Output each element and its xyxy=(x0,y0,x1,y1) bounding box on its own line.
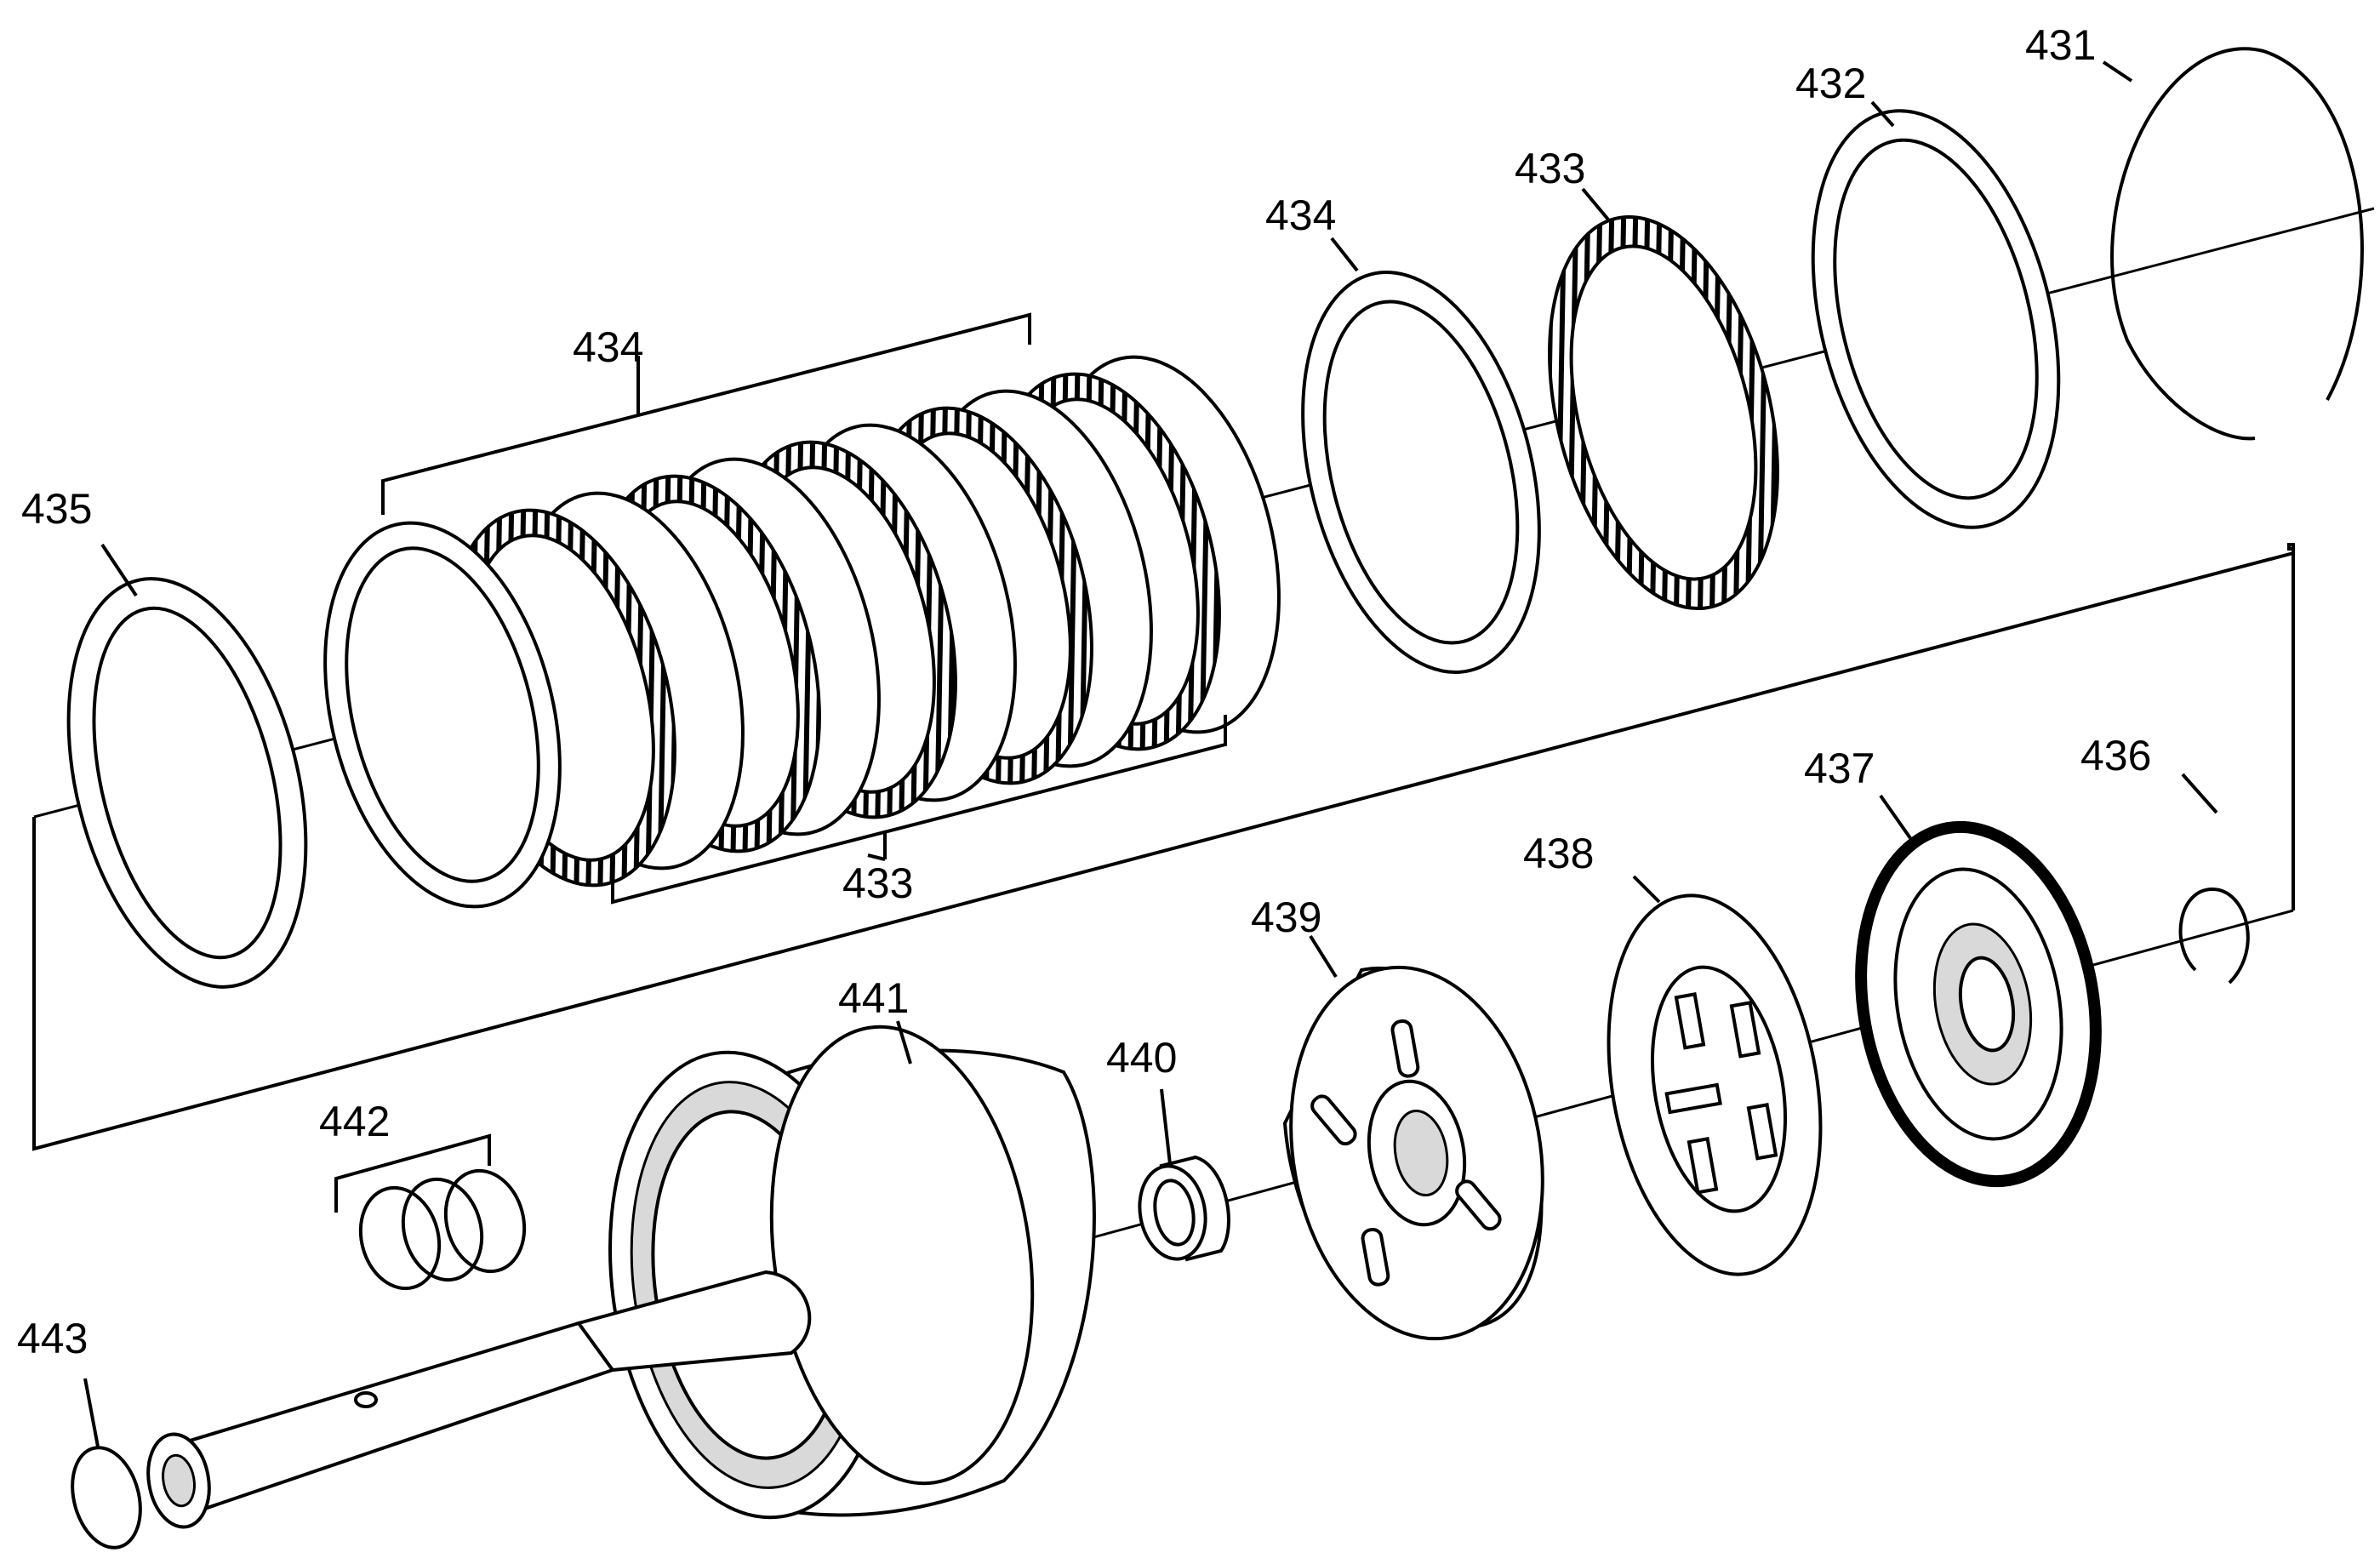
callout-434-single: 434 xyxy=(1265,191,1336,239)
bracket-442 xyxy=(334,1133,491,1213)
callout-432: 432 xyxy=(1795,60,1866,107)
callout-440: 440 xyxy=(1106,1034,1177,1082)
part-440-bushing xyxy=(1138,1155,1230,1262)
group-brackets xyxy=(32,312,2295,1151)
callout-438: 438 xyxy=(1523,830,1594,877)
part-435-backing-plate xyxy=(66,577,308,989)
callout-441: 441 xyxy=(838,974,909,1022)
part-441-clutch-drum xyxy=(608,1025,1096,1520)
part-434-single-plate xyxy=(1301,271,1541,674)
callout-435: 435 xyxy=(21,485,92,533)
callout-437: 437 xyxy=(1804,745,1875,792)
part-432-pressure-plate xyxy=(1811,109,2061,529)
callout-431: 431 xyxy=(2025,21,2096,69)
callout-433-group: 433 xyxy=(842,859,913,907)
lower-assembly xyxy=(71,820,2294,1550)
callout-434-group: 434 xyxy=(573,323,643,371)
part-439-housing xyxy=(1282,965,1544,1341)
part-443-o-ring xyxy=(71,1446,142,1550)
callout-439: 439 xyxy=(1251,893,1321,941)
part-441-shaft xyxy=(146,1270,812,1529)
callout-433-top: 433 xyxy=(1515,145,1585,192)
part-442-seal-rings xyxy=(334,1133,527,1291)
part-437-piston xyxy=(1855,820,2102,1188)
part-433-single-plate xyxy=(1548,214,1779,611)
leader-lines xyxy=(83,60,2218,1447)
part-431-snap-ring xyxy=(2110,47,2364,441)
upper-clutch-pack xyxy=(33,47,2375,989)
callout-442: 442 xyxy=(319,1098,390,1145)
callout-labels: 431 432 433 434 434 435 433 436 437 438 … xyxy=(17,21,2151,1362)
part-436-snap-ring xyxy=(2178,887,2250,985)
callout-436: 436 xyxy=(2080,732,2151,779)
bracket-434-group xyxy=(381,312,1031,515)
callout-443: 443 xyxy=(17,1315,88,1362)
part-434-433-plate-stack xyxy=(323,355,1281,909)
part-438-spring-plate xyxy=(1607,893,1823,1276)
bracket-433-group xyxy=(611,715,1227,905)
